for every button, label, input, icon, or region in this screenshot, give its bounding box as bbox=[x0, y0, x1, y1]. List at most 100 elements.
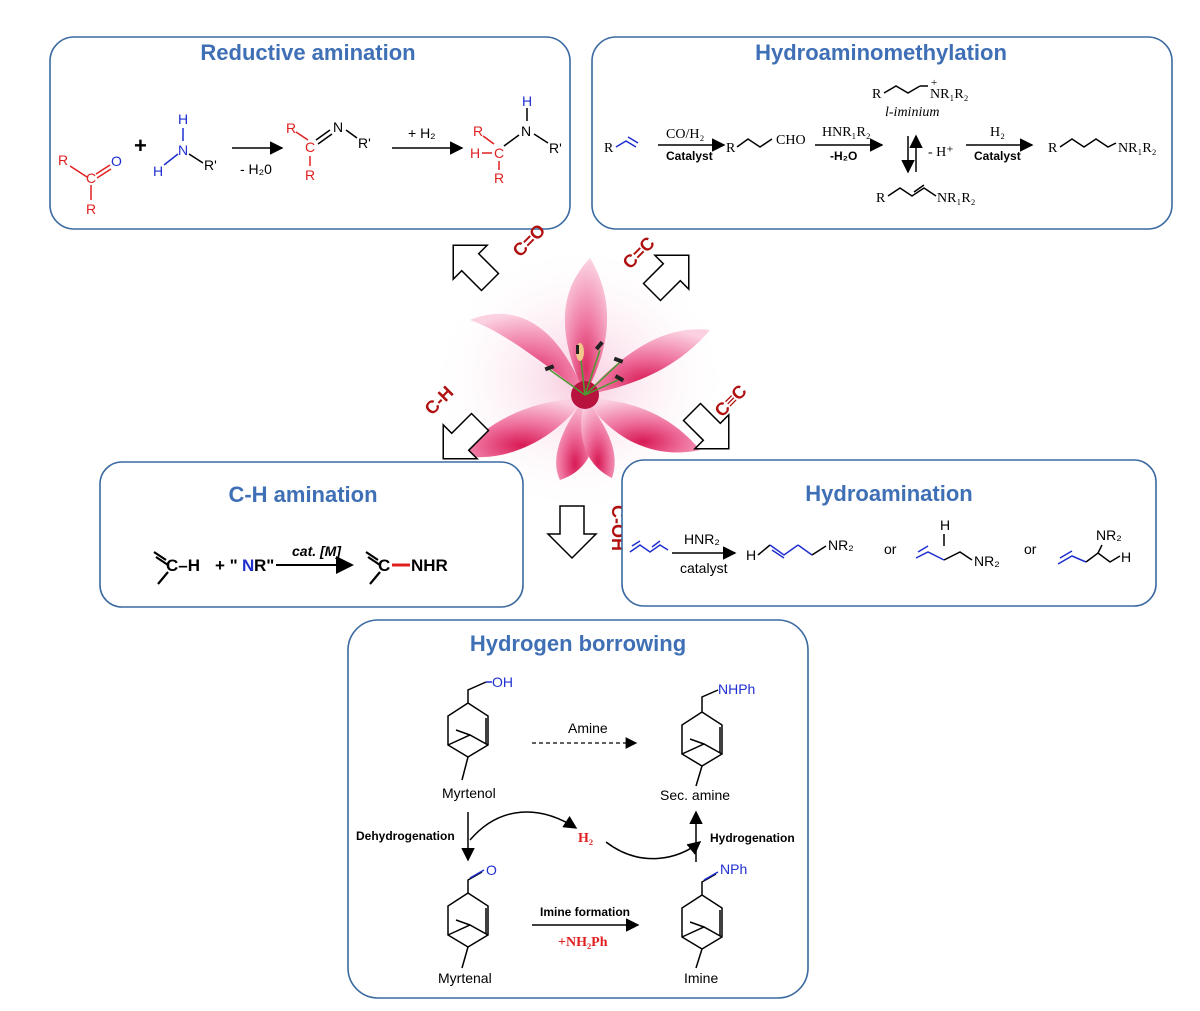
prod-r: R' bbox=[549, 140, 562, 156]
ch-condition: cat. [M] bbox=[292, 543, 342, 559]
amine-n: N bbox=[178, 142, 188, 158]
ch-product-n: NHR bbox=[411, 556, 448, 575]
panel-reductive-amination: Reductive amination R C O R + H N H R' -… bbox=[49, 36, 571, 230]
p2-h: H bbox=[940, 517, 950, 533]
amine-group: NHPh bbox=[718, 681, 755, 697]
p1-bond-c bbox=[811, 545, 827, 556]
ketone-r2: R bbox=[86, 201, 96, 217]
reduction-label: + H₂ bbox=[408, 125, 436, 141]
reagent-n: N bbox=[242, 556, 254, 575]
aldehyde-chain bbox=[736, 138, 773, 148]
panel-border bbox=[621, 459, 1157, 607]
imine-r2: R bbox=[305, 167, 315, 183]
dehydrogenation-label: Dehydrogenation bbox=[356, 829, 455, 843]
myrtenal-structure: O Myrtenal bbox=[438, 862, 497, 986]
myrtenol-skeleton bbox=[447, 681, 489, 781]
amine-name: Sec. amine bbox=[660, 787, 730, 803]
imine-group: NPh bbox=[720, 861, 747, 877]
myrtenal-name: Myrtenal bbox=[438, 970, 492, 986]
ketone-r1: R bbox=[58, 152, 68, 168]
enamine-chain bbox=[887, 184, 937, 197]
aldehyde-r: R bbox=[726, 141, 736, 156]
p1-bond-a bbox=[757, 544, 771, 556]
p3-chain bbox=[1085, 552, 1121, 563]
p3-n-bond bbox=[1097, 544, 1103, 554]
cond1-bottom: Catalyst bbox=[666, 149, 713, 163]
arrow-h2-release bbox=[469, 811, 578, 841]
reagent-prefix: + " bbox=[215, 556, 238, 575]
iminium-charge: + bbox=[931, 77, 937, 89]
panel-title: Hydroaminomethylation bbox=[755, 40, 1007, 65]
or-2: or bbox=[1024, 541, 1037, 557]
alkene-r: R bbox=[604, 141, 614, 156]
imine-skeleton bbox=[681, 873, 723, 969]
cond2-top: HNR₁R₂ bbox=[822, 125, 871, 140]
prod-r2: R bbox=[494, 170, 504, 186]
cond2-bottom: -H₂O bbox=[830, 149, 857, 163]
p2-chain bbox=[943, 551, 973, 561]
cond-bottom: catalyst bbox=[680, 560, 728, 576]
ketone-o: O bbox=[111, 153, 122, 169]
myrtenal-skeleton bbox=[447, 871, 489, 969]
iminium-name: l-iminium bbox=[885, 105, 939, 120]
panel-title: Hydrogen borrowing bbox=[470, 631, 686, 656]
panel-title: Reductive amination bbox=[200, 40, 415, 65]
product-chain bbox=[1059, 138, 1117, 148]
enamine-r: R bbox=[876, 191, 886, 206]
ch-reactant-bonds bbox=[153, 551, 169, 585]
amine-structure: H N H R' bbox=[153, 111, 217, 179]
or-1: or bbox=[884, 541, 897, 557]
ch-product-c: C bbox=[378, 556, 390, 575]
prod-n: N bbox=[521, 123, 531, 139]
imine-cn-bond bbox=[703, 871, 719, 881]
sec-amine-structure: NHPh Sec. amine bbox=[660, 681, 755, 803]
hollow-arrow-icon-ch bbox=[442, 412, 490, 460]
product-group: NR₁R₂ bbox=[1118, 141, 1157, 156]
myrtenol-name: Myrtenol bbox=[442, 785, 496, 801]
imine-structure: NPh Imine bbox=[681, 861, 747, 986]
panel-title: Hydroamination bbox=[805, 481, 972, 506]
enamine-group: NR₁R₂ bbox=[937, 191, 976, 206]
panel-border bbox=[99, 461, 524, 608]
reagent-suffix: R" bbox=[254, 556, 274, 575]
prod-r1: R bbox=[473, 123, 483, 139]
panel-title: C-H amination bbox=[228, 482, 377, 507]
panel-hydrogen-borrowing: Hydrogen borrowing OH Myrtenol Amine NHP… bbox=[347, 619, 809, 999]
lily-flower-icon bbox=[430, 245, 730, 515]
p3-group: NR₂ bbox=[1096, 527, 1122, 543]
cond-top: HNR₂ bbox=[684, 531, 720, 547]
prod-h: H bbox=[470, 145, 480, 161]
myrtenol-group: OH bbox=[492, 674, 513, 690]
cond3-bottom: Catalyst bbox=[974, 149, 1021, 163]
aldehyde-cho: CHO bbox=[776, 133, 806, 148]
panel-border bbox=[591, 36, 1173, 230]
prod-nh: H bbox=[522, 93, 532, 109]
imine-r1: R bbox=[286, 120, 296, 136]
p1-h: H bbox=[746, 547, 756, 563]
prod-c: C bbox=[494, 145, 504, 161]
p3-h: H bbox=[1121, 549, 1131, 565]
imine-cond-bottom: +NH₂Ph bbox=[558, 935, 608, 950]
p1-group: NR₂ bbox=[828, 537, 854, 553]
panel-hydroamination: Hydroamination HNR₂ catalyst H NR₂ or H … bbox=[621, 459, 1157, 607]
hollow-arrow-icon-cc-triple bbox=[682, 402, 730, 450]
amine-h2: H bbox=[153, 163, 163, 179]
p2-group: NR₂ bbox=[974, 553, 1000, 569]
imine-name: Imine bbox=[684, 970, 718, 986]
myrtenal-co-bond bbox=[469, 869, 485, 879]
ketone-structure: R C O R bbox=[58, 152, 122, 217]
myrtenal-group: O bbox=[486, 862, 497, 878]
product-r: R bbox=[1048, 141, 1058, 156]
iminium-r: R bbox=[872, 87, 882, 102]
p2-vinyl bbox=[915, 545, 945, 561]
p3-vinyl bbox=[1057, 550, 1087, 565]
cond3-top: H₂ bbox=[990, 125, 1005, 140]
imine-r: R' bbox=[358, 135, 371, 151]
panel-ch-amination: C-H amination C–H + " N R" cat. [M] C NH… bbox=[99, 461, 524, 608]
imine-c: C bbox=[305, 139, 315, 155]
hollow-arrow-icon-co bbox=[452, 244, 500, 292]
h2-label: H₂ bbox=[578, 831, 593, 846]
panel-border bbox=[49, 36, 571, 230]
alkene-bonds bbox=[615, 136, 639, 148]
